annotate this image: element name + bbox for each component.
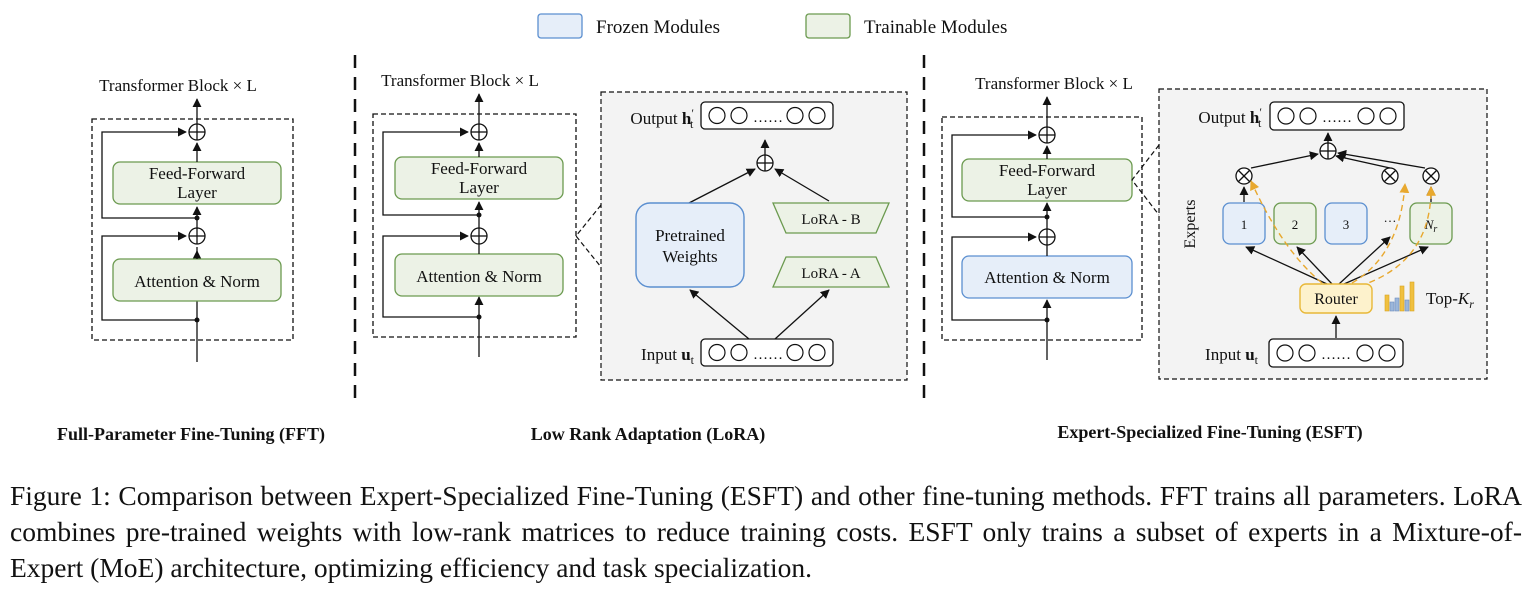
lora-output-dots: …… [753, 110, 783, 126]
esft-router [1299, 283, 1373, 314]
lora-input-vector: …… [700, 338, 834, 367]
fft-add-top-icon [188, 123, 206, 141]
esft-add-bottom-icon [1038, 228, 1056, 246]
esft-output-label: Output h′t [1198, 105, 1262, 130]
esft-add-top-icon [1038, 126, 1056, 144]
lora-add-bottom-icon [470, 227, 488, 245]
fft-title: Full-Parameter Fine-Tuning (FFT) [57, 424, 325, 445]
fft-add-bottom-icon [188, 227, 206, 245]
figure-caption: Figure 1: Comparison between Expert-Spec… [10, 480, 1522, 583]
esft-attention-label: Attention & Norm [984, 268, 1110, 287]
lora-output-label: Output h′t [630, 106, 694, 131]
esft-expert-3-label: 3 [1343, 217, 1350, 232]
lora-add-top-icon [470, 123, 488, 141]
esft-topk-label: Top-Kr [1426, 289, 1474, 311]
lora-input-label: Input ut [641, 345, 695, 367]
fft-ffn-label-2: Layer [177, 183, 217, 202]
esft-expert-1-label: 1 [1241, 217, 1248, 232]
lora-output-vector: …… [700, 101, 834, 130]
lora-panel: Transformer Block × L Attention & Norm F… [372, 71, 908, 445]
esft-panel: Transformer Block × L Attention & Norm F… [941, 74, 1488, 443]
esft-zoom-connector [1131, 144, 1160, 216]
fft-block-border [91, 118, 294, 341]
lora-b-matrix [772, 202, 890, 234]
fft-ffn-label-1: Feed-Forward [149, 164, 246, 183]
esft-multiply-3-icon [1422, 167, 1440, 185]
esft-multiply-1-icon [1235, 167, 1253, 185]
esft-expert-2 [1273, 202, 1317, 245]
esft-routing-arrow-3 [1359, 186, 1437, 287]
esft-expert-3 [1324, 202, 1368, 245]
esft-ffn-label-1: Feed-Forward [999, 161, 1096, 180]
esft-expert-ellipsis: … [1384, 210, 1397, 225]
lora-zoom-connector [575, 204, 602, 268]
legend: Frozen Modules Trainable Modules [537, 13, 1007, 39]
legend-frozen-label: Frozen Modules [596, 17, 720, 38]
lora-b-label: LoRA - B [801, 212, 860, 228]
esft-ffn-label-2: Layer [1027, 180, 1067, 199]
lora-ffn-label-2: Layer [459, 178, 499, 197]
lora-pretrained-label-1: Pretrained [655, 226, 725, 245]
esft-experts-label: Experts [1182, 200, 1199, 249]
lora-block-border [372, 113, 577, 338]
esft-multiply-2-icon [1381, 167, 1399, 185]
lora-attention-label: Attention & Norm [416, 267, 542, 286]
lora-add-icon [756, 154, 774, 172]
esft-expert-2-label: 2 [1292, 217, 1299, 232]
esft-expert-1 [1222, 202, 1266, 245]
lora-title: Low Rank Adaptation (LoRA) [531, 424, 766, 445]
fft-block-label: Transformer Block × L [99, 76, 257, 95]
esft-input-vector: …… [1268, 338, 1404, 368]
legend-frozen-swatch [537, 13, 583, 39]
esft-block-border [941, 116, 1143, 341]
esft-topk-bars-icon [1384, 281, 1415, 312]
esft-router-label: Router [1314, 291, 1358, 308]
fft-panel: Transformer Block × L Attention & Norm F… [57, 76, 325, 445]
lora-block-label: Transformer Block × L [381, 71, 539, 90]
esft-add-icon [1319, 142, 1337, 160]
legend-trainable-label: Trainable Modules [864, 17, 1007, 38]
esft-output-dots: …… [1322, 110, 1352, 126]
esft-input-dots: …… [1321, 347, 1351, 363]
legend-trainable-swatch [805, 13, 851, 39]
lora-pretrained-label-2: Weights [662, 247, 717, 266]
fft-attention-label: Attention & Norm [134, 272, 260, 291]
esft-routing-arrow-1 [1250, 180, 1323, 284]
lora-a-label: LoRA - A [801, 266, 860, 282]
lora-ffn-label-1: Feed-Forward [431, 159, 528, 178]
esft-block-label: Transformer Block × L [975, 74, 1133, 93]
esft-routing-arrow-2 [1351, 183, 1410, 284]
lora-a-matrix [772, 256, 890, 288]
esft-title: Expert-Specialized Fine-Tuning (ESFT) [1057, 422, 1362, 443]
esft-output-vector: …… [1269, 101, 1405, 131]
esft-input-label: Input ut [1205, 345, 1259, 367]
lora-input-dots: …… [753, 347, 783, 363]
lora-pretrained-weights [635, 202, 745, 288]
